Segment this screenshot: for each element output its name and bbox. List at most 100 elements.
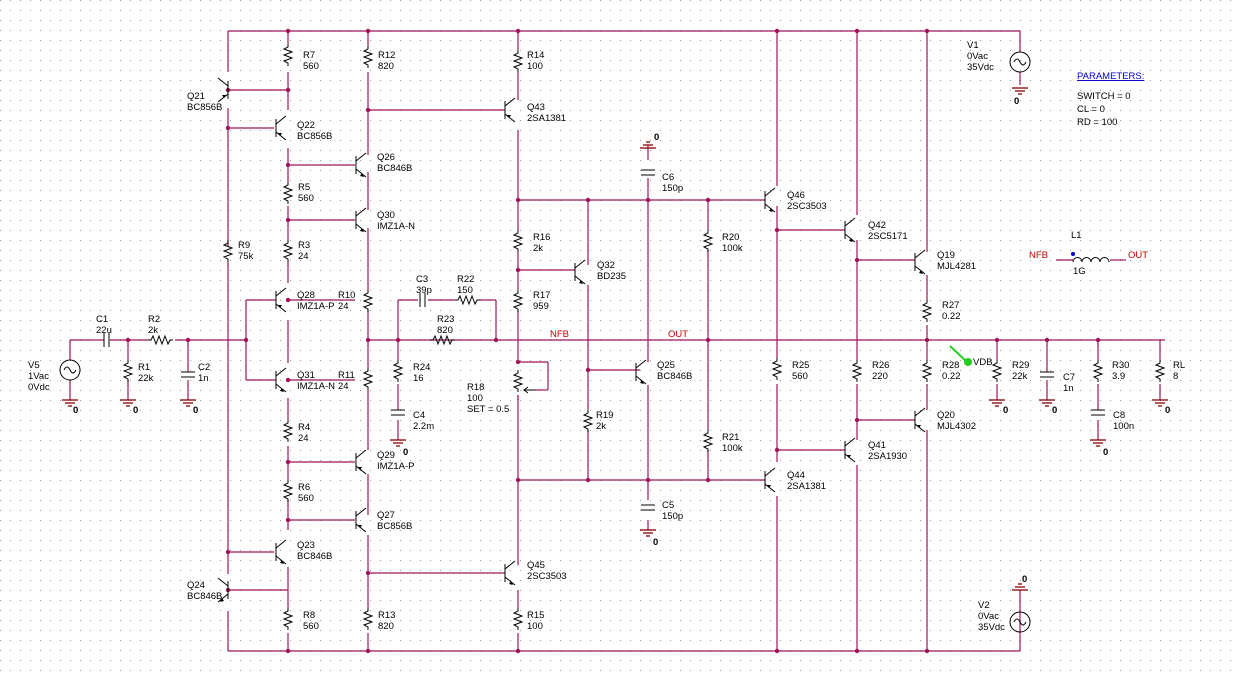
capacitor[interactable] [391, 409, 405, 416]
junction [365, 107, 371, 113]
component-value: 2SC3503 [787, 201, 827, 212]
component-value: 100 [467, 393, 483, 404]
resistor[interactable] [702, 430, 714, 452]
resistor[interactable] [282, 240, 294, 262]
resistor[interactable] [512, 230, 524, 252]
transistor[interactable] [844, 217, 856, 243]
junction [515, 197, 521, 203]
resistor[interactable] [582, 410, 594, 432]
resistor[interactable] [222, 240, 234, 262]
resistor[interactable] [282, 608, 294, 630]
transistor[interactable] [504, 97, 516, 123]
resistor[interactable] [921, 300, 933, 322]
junction [994, 337, 1000, 343]
component-refdes: R16 [533, 232, 550, 243]
component-refdes: Q46 [787, 190, 805, 201]
transistor[interactable] [275, 287, 287, 313]
ground-label: 0 [73, 405, 78, 416]
component-refdes: Q42 [868, 220, 886, 231]
transistor[interactable] [275, 367, 287, 393]
resistor[interactable] [362, 368, 374, 390]
resistor[interactable] [991, 360, 1003, 382]
transistor[interactable] [355, 207, 367, 233]
resistor[interactable] [282, 480, 294, 502]
junction [1095, 337, 1101, 343]
component-refdes: R4 [298, 422, 310, 433]
component-refdes: C4 [413, 410, 425, 421]
component-value: 220 [872, 371, 888, 382]
resistor[interactable] [362, 46, 374, 68]
transistor[interactable] [275, 115, 287, 141]
component-value: BC856B [297, 131, 332, 142]
resistor[interactable] [362, 290, 374, 312]
resistor[interactable] [1092, 360, 1104, 382]
junction [854, 417, 860, 423]
transistor[interactable] [355, 507, 367, 533]
transistor[interactable] [844, 437, 856, 463]
resistor[interactable] [148, 334, 173, 346]
component-value: 24 [298, 251, 309, 262]
resistor[interactable] [702, 230, 714, 252]
capacitor[interactable] [419, 293, 426, 307]
junction [854, 648, 860, 654]
resistor[interactable] [1154, 360, 1166, 382]
capacitor[interactable] [1040, 371, 1054, 378]
potentiometer[interactable] [512, 370, 536, 394]
resistor[interactable] [512, 290, 524, 312]
capacitor[interactable] [641, 169, 655, 176]
resistor[interactable] [921, 360, 933, 382]
transistor[interactable] [764, 467, 776, 493]
transistor[interactable] [764, 187, 776, 213]
component-value: 2SC3503 [527, 571, 567, 582]
resistor[interactable] [282, 44, 294, 66]
component-value: 24 [338, 301, 349, 312]
voltage-source[interactable] [59, 359, 81, 381]
component-value: BC856B [187, 102, 222, 113]
resistor[interactable] [512, 608, 524, 630]
capacitor[interactable] [181, 371, 195, 378]
resistor[interactable] [512, 50, 524, 72]
junction [285, 459, 291, 465]
component-refdes: Q19 [937, 250, 955, 261]
transistor[interactable] [217, 577, 229, 603]
transistor[interactable] [914, 407, 926, 433]
component-refdes: R8 [303, 610, 315, 621]
voltage-source[interactable] [1009, 611, 1031, 633]
transistor[interactable] [574, 259, 586, 285]
component-value: 22u [96, 325, 112, 336]
capacitor[interactable] [103, 333, 110, 347]
resistor[interactable] [392, 360, 404, 382]
inductor[interactable] [1071, 252, 1110, 263]
resistor[interactable] [455, 294, 480, 306]
resistor[interactable] [851, 360, 863, 382]
transistor[interactable] [355, 152, 367, 178]
resistor[interactable] [430, 334, 455, 346]
junction [365, 28, 371, 34]
junction [645, 477, 651, 483]
component-value: 8 [1173, 371, 1178, 382]
resistor[interactable] [282, 420, 294, 442]
component-refdes: Q32 [597, 260, 615, 271]
vdb-probe-marker[interactable] [949, 345, 972, 366]
component-value: 3.9 [1112, 371, 1125, 382]
resistor[interactable] [771, 358, 783, 380]
transistor[interactable] [504, 560, 516, 586]
resistor[interactable] [362, 608, 374, 630]
resistor[interactable] [282, 182, 294, 204]
transistor[interactable] [275, 539, 287, 565]
component-refdes: Q30 [377, 210, 395, 221]
transistor[interactable] [914, 249, 926, 275]
capacitor[interactable] [641, 504, 655, 511]
capacitor[interactable] [1091, 409, 1105, 416]
parameters-block[interactable]: PARAMETERS: SWITCH = 0 CL = 0 RD = 100 [1077, 71, 1144, 128]
voltage-source[interactable] [1009, 51, 1031, 73]
resistor[interactable] [122, 360, 134, 382]
net-label: OUT [1128, 250, 1148, 261]
component-refdes: Q44 [787, 470, 805, 481]
transistor[interactable] [355, 449, 367, 475]
component-refdes: R28 [942, 360, 959, 371]
component-refdes: R20 [722, 232, 739, 243]
transistor[interactable] [217, 77, 229, 103]
transistor[interactable] [635, 359, 647, 385]
